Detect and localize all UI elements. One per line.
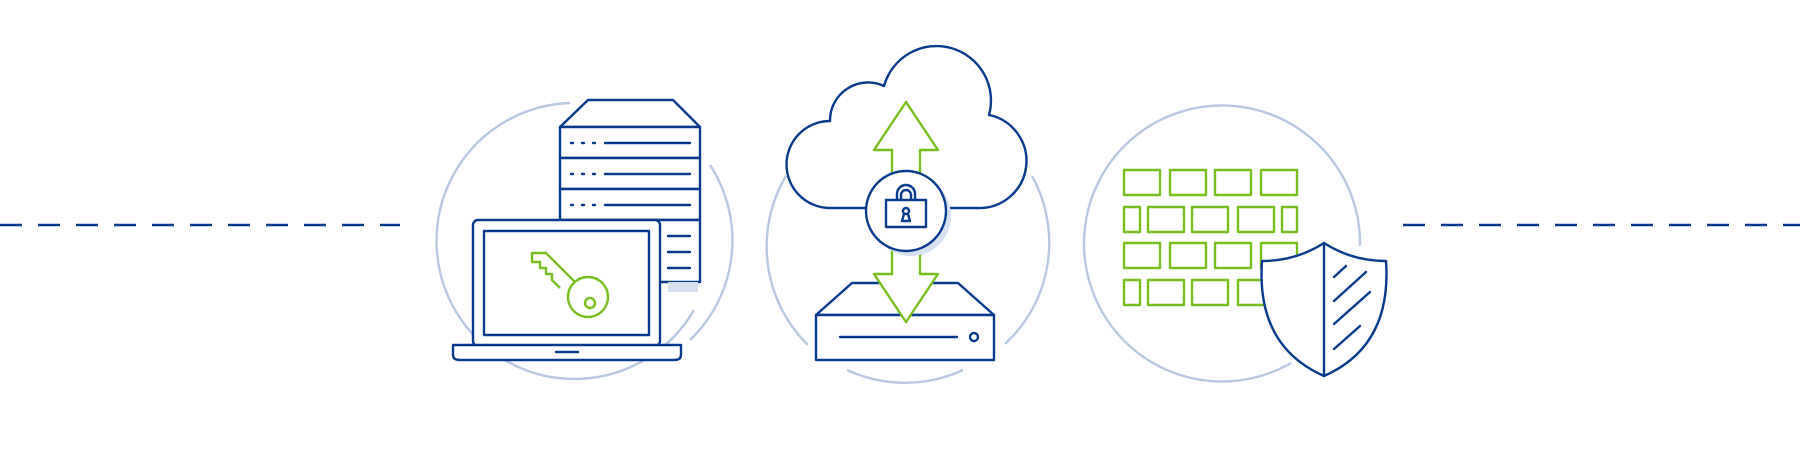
ring-arc-1b — [689, 164, 734, 341]
firewall-protection-group — [1082, 104, 1388, 383]
ring-arc-1 — [435, 101, 696, 381]
ring-arc-2a — [765, 175, 809, 346]
ring-arc-3 — [1082, 104, 1362, 383]
ring-arc-2c — [846, 368, 964, 384]
laptop-icon — [451, 218, 683, 362]
firewall-bricks-icon — [1122, 168, 1299, 307]
shield-icon — [1260, 241, 1388, 378]
padlock-icon — [864, 169, 951, 256]
cloud-transfer-group — [765, 44, 1051, 384]
ring-arc-2b — [1004, 175, 1051, 345]
endpoint-encryption-group — [435, 98, 734, 381]
key-icon — [530, 251, 610, 319]
